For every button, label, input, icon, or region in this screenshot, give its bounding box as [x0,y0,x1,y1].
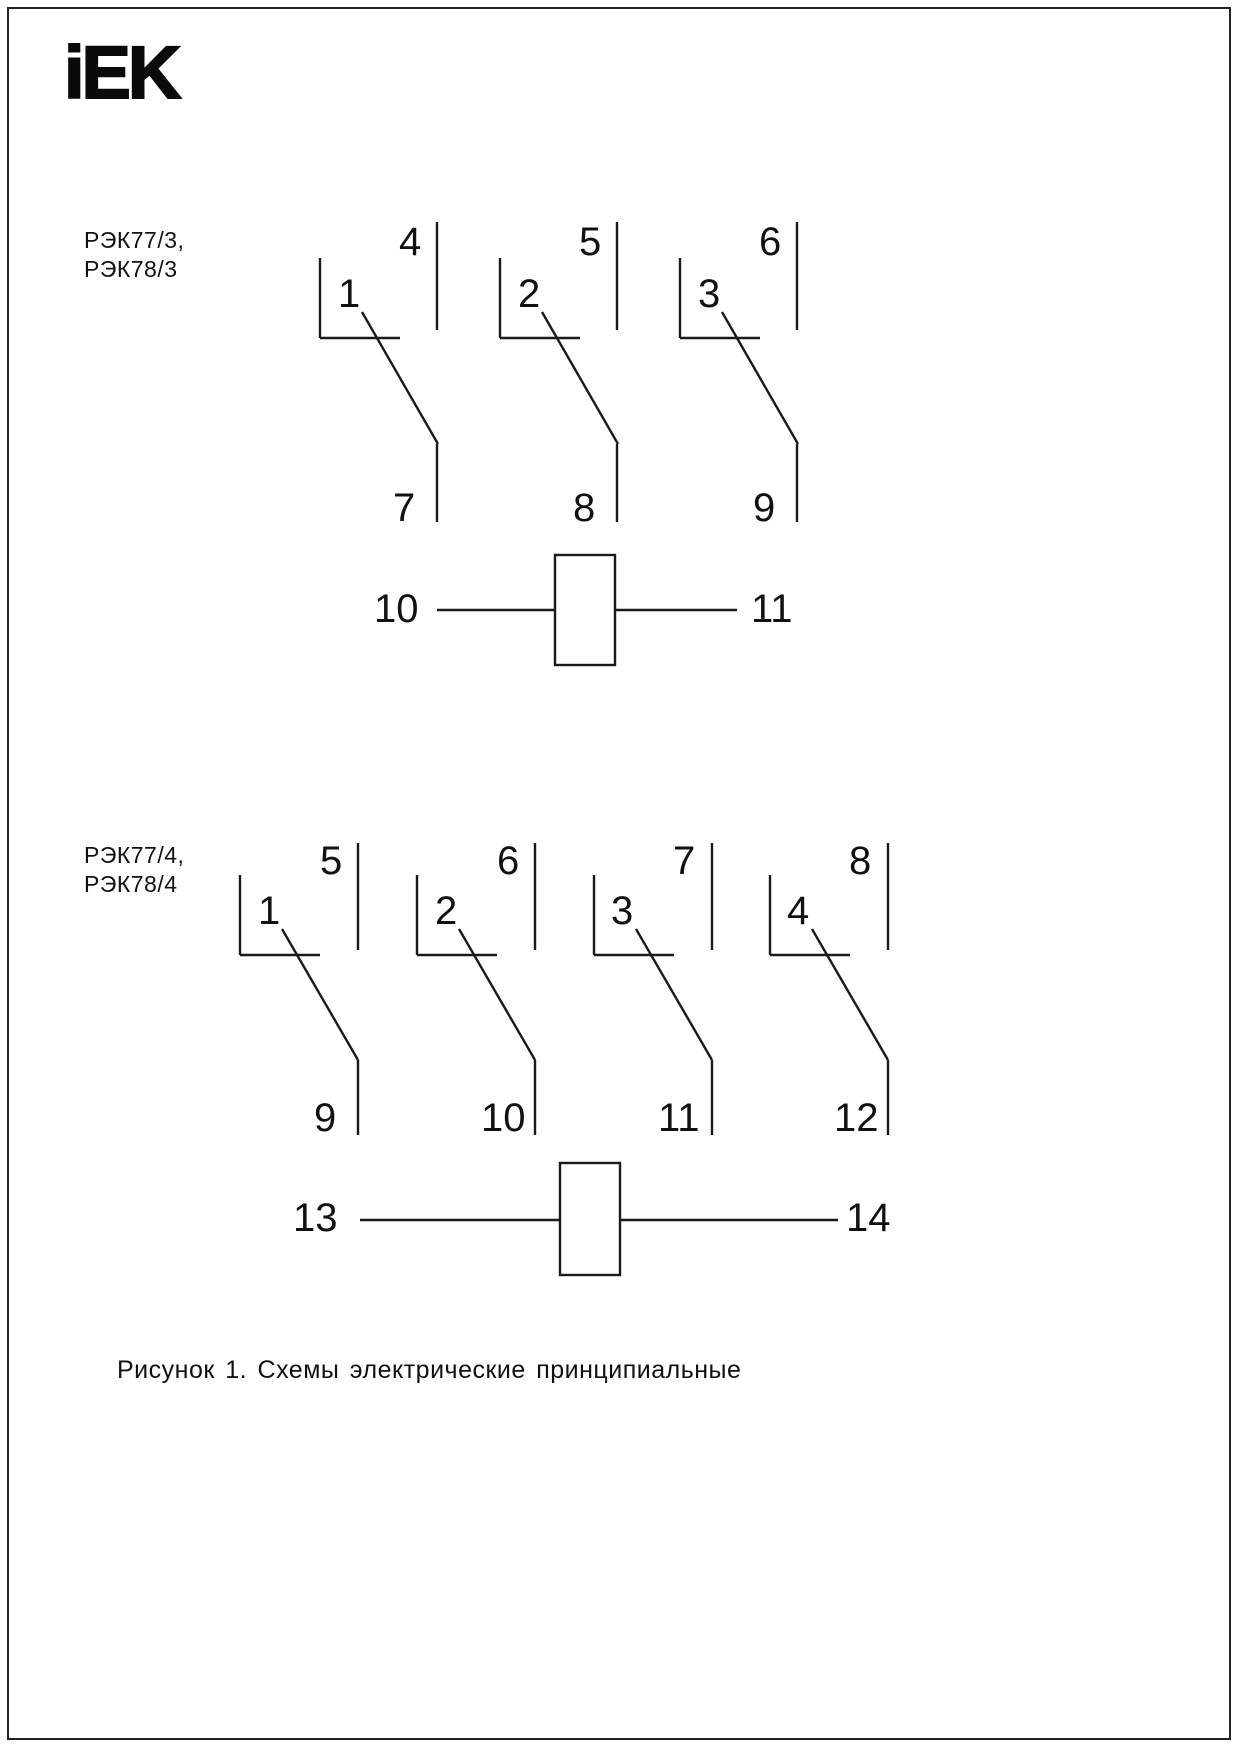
coil-terminal-label: 11 [751,587,793,631]
diagram2-model-label: РЭК77/4, РЭК78/4 [84,841,184,900]
terminal-label: 4 [787,889,810,933]
diagram2-pole2-symbol [415,843,537,1135]
iek-logo: iEK [63,31,182,114]
terminal-label: 8 [849,839,872,883]
terminal-label: 3 [611,889,634,933]
diagram1-pole2-symbol [498,222,620,522]
diagram1-pole1-symbol [318,222,440,522]
terminal-label: 12 [834,1096,879,1140]
diagram2-pole4-symbol [768,843,890,1135]
diagram1-model-label: РЭК77/3, РЭК78/3 [84,226,184,285]
terminal-label: 5 [320,839,343,883]
terminal-label: 3 [698,272,721,316]
terminal-label: 9 [314,1096,337,1140]
terminal-label: 7 [673,839,696,883]
terminal-label: 2 [518,272,541,316]
coil-terminal-label: 14 [846,1196,891,1240]
diagram2-pole3-symbol [592,843,714,1135]
diagram2-model-line2: РЭК78/4 [84,871,178,898]
terminal-label: 4 [399,220,422,264]
terminal-label: 10 [481,1096,526,1140]
coil-terminal-label: 10 [374,587,419,631]
terminal-label: 5 [579,220,602,264]
terminal-label: 8 [573,486,596,530]
diagram1-model-line1: РЭК77/3, [84,227,185,253]
terminal-label: 7 [393,486,416,530]
diagram2-pole1-symbol [238,843,360,1135]
terminal-label: 9 [753,486,776,530]
terminal-label: 11 [658,1096,700,1140]
terminal-label: 6 [497,839,520,883]
diagram1-model-line2: РЭК78/3 [84,256,178,283]
diagram1-pole3-symbol [678,222,800,522]
terminal-label: 1 [338,272,361,316]
diagram2-coil-symbol [360,1161,838,1277]
figure-caption: Рисунок 1. Схемы электрические принципиа… [117,1356,742,1384]
diagram1-coil-symbol [437,553,737,667]
diagram2-model-line1: РЭК77/4, [84,842,185,868]
coil-terminal-label: 13 [293,1196,338,1240]
terminal-label: 2 [435,889,458,933]
terminal-label: 6 [759,220,782,264]
terminal-label: 1 [258,889,281,933]
